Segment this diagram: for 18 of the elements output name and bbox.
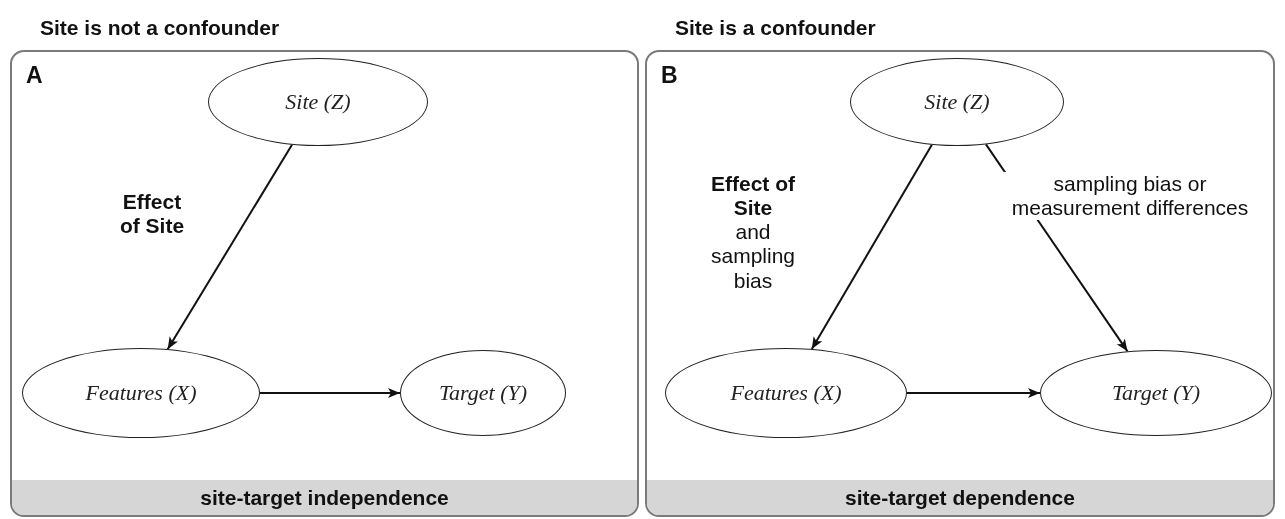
variable-label: Target (Y) xyxy=(438,380,528,406)
variable-label: Features (X) xyxy=(730,380,842,406)
footer-band xyxy=(647,480,1273,515)
variable-label: Site (Z) xyxy=(285,89,351,115)
arrow xyxy=(259,388,401,398)
arrow xyxy=(810,143,933,351)
variable-label: Target (Y) xyxy=(1111,380,1201,406)
panel-heading: Site is not a confounder xyxy=(40,16,280,40)
panel-letter: A xyxy=(26,62,43,89)
arrow xyxy=(906,388,1041,398)
band-label: site-target independence xyxy=(200,485,449,510)
variable-label: Features (X) xyxy=(85,380,197,406)
footer-band xyxy=(12,480,637,515)
panel-heading: Site is a confounder xyxy=(675,16,876,40)
band-label: site-target dependence xyxy=(845,485,1075,510)
panel-letter: B xyxy=(661,62,678,89)
variable-label: Site (Z) xyxy=(924,89,990,115)
arrow xyxy=(166,143,293,351)
